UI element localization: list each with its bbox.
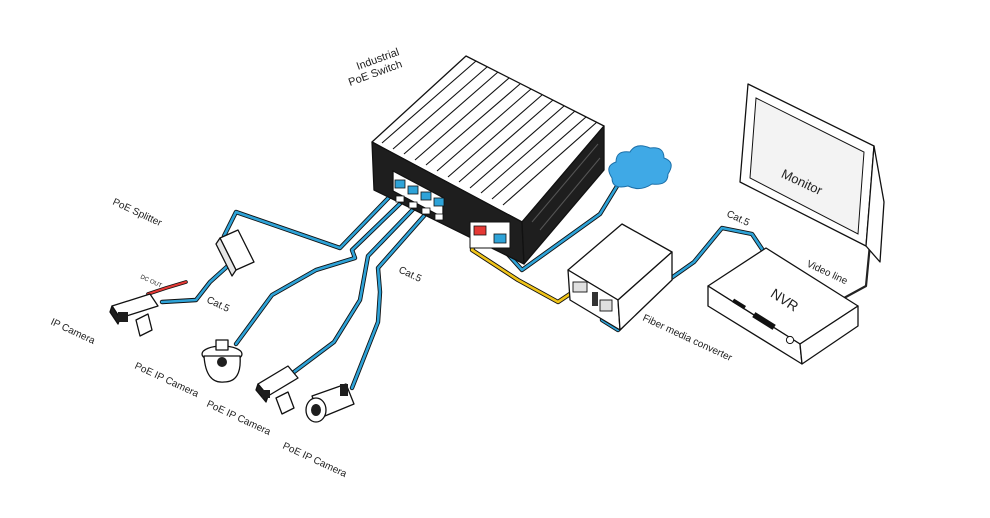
fiber-media-converter	[567, 223, 673, 331]
switch-port-1	[394, 179, 406, 189]
converter-side	[617, 251, 673, 331]
cable-ip-camera	[159, 261, 233, 305]
switch-fins	[381, 60, 598, 206]
ip-camera-label: IP Camera	[49, 317, 97, 347]
dome-camera	[201, 339, 243, 383]
switch-uplink-ports	[469, 221, 511, 249]
ip-camera	[109, 293, 159, 337]
dc-out-label: DC OUT	[139, 274, 163, 289]
switch-side-grooves	[531, 143, 601, 231]
switch-port-4	[433, 197, 445, 207]
nvr-power-button-icon	[785, 335, 795, 345]
cables	[146, 175, 872, 391]
switch-uplink-port	[493, 233, 507, 244]
monitor-stand	[865, 145, 885, 263]
cat5-nvr-label: Cat.5	[725, 209, 752, 229]
poe-camera-2-label: PoE IP Camera	[205, 399, 273, 438]
box-camera	[305, 383, 355, 423]
cable-bullet-camera	[291, 195, 427, 375]
cat5-middle-label: Cat.5	[397, 265, 424, 285]
internet-cloud-icon	[608, 145, 672, 190]
converter-rj45-port	[599, 299, 613, 312]
bullet-camera	[255, 365, 299, 415]
nvr-side	[799, 305, 859, 365]
nvr: NVR	[707, 247, 859, 365]
converter-fiber-port	[572, 281, 588, 293]
fiber-converter-label: Fiber media converter	[641, 313, 734, 364]
poe-splitter-label: PoE Splitter	[111, 197, 164, 230]
switch-sfp-port	[473, 225, 487, 236]
switch-rj45-ports	[392, 170, 445, 221]
poe-camera-1-label: PoE IP Camera	[133, 361, 201, 400]
switch-port-3	[420, 191, 432, 201]
monitor: Monitor	[739, 83, 885, 263]
cat5-splitter-label: Cat.5	[205, 295, 232, 315]
poe-camera-3-label: PoE IP Camera	[281, 441, 349, 480]
poe-splitter	[215, 229, 255, 277]
monitor-screen	[749, 97, 865, 235]
poe-switch	[371, 55, 605, 265]
switch-port-2	[407, 185, 419, 195]
